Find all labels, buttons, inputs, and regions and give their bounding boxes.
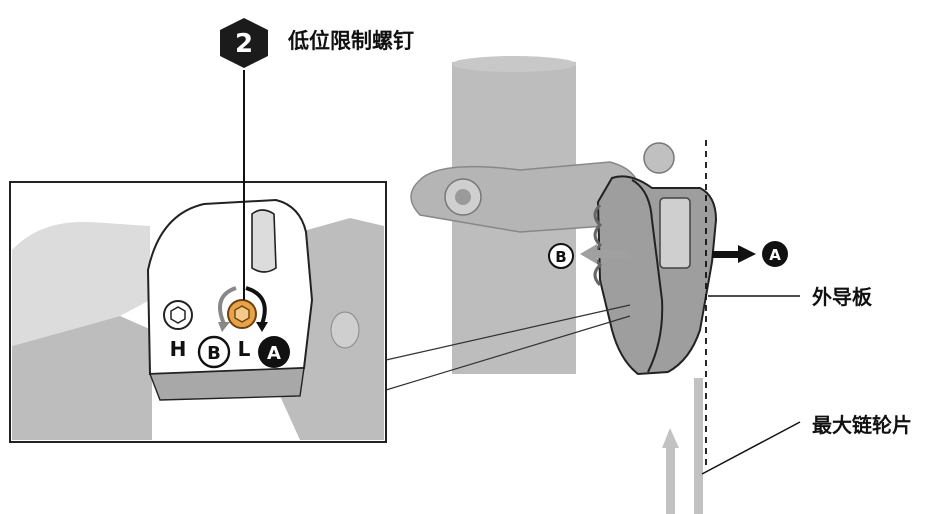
inset-bg-knob xyxy=(330,311,360,349)
cage-outer-plate xyxy=(631,179,664,373)
l-screw: L xyxy=(218,286,268,361)
inset-housing-lower-edge xyxy=(148,367,305,401)
inset-bg-left-part xyxy=(12,221,150,346)
cage-spring xyxy=(593,203,603,287)
inset-detail: H L B A xyxy=(9,70,387,443)
h-screw-label: H xyxy=(170,337,187,361)
derailleur-cage xyxy=(596,175,718,376)
seat-tube-top xyxy=(452,56,576,72)
h-screw-head xyxy=(163,300,193,330)
main-derailleur-view: B A 外导板 最大链轮片 xyxy=(410,56,912,514)
step-header: 2 低位限制螺钉 xyxy=(220,18,414,68)
main-arrow-a: A xyxy=(712,241,788,267)
h-screw-hex-socket-icon xyxy=(170,306,186,324)
chainring-indicator xyxy=(662,378,703,514)
largest-chainring-label: 最大链轮片 xyxy=(812,413,912,437)
l-screw-hex-socket-icon xyxy=(234,305,250,323)
inset-marker-a-icon xyxy=(258,336,290,368)
step-title: 低位限制螺钉 xyxy=(287,29,414,53)
cage-inner-block xyxy=(659,197,691,269)
inset-marker-b-icon xyxy=(197,335,231,369)
inset-marker-a: A xyxy=(267,343,281,364)
upper-knuckle xyxy=(643,142,675,174)
inset-bg-lower-part xyxy=(12,316,152,440)
main-marker-a: A xyxy=(769,246,781,264)
step-number: 2 xyxy=(235,29,253,59)
l-screw-label: L xyxy=(238,337,251,361)
main-marker-b: B xyxy=(555,248,566,266)
inset-housing-cylinder xyxy=(251,209,277,273)
main-marker-a-icon xyxy=(762,241,788,267)
zoom-connectors xyxy=(385,304,631,391)
arm-pivot-inner xyxy=(455,189,471,205)
step-badge-hexagon-icon xyxy=(220,18,268,68)
h-screw: H xyxy=(163,300,193,361)
largest-chainring-leader xyxy=(701,421,801,475)
outer-plate-label: 外导板 xyxy=(812,285,873,309)
l-screw-rotation-left-icon xyxy=(218,286,237,325)
inset-marker-b: B xyxy=(207,343,221,364)
main-arrow-b: B xyxy=(548,243,629,269)
main-marker-b-icon xyxy=(548,243,574,269)
l-screw-rotation-right-icon xyxy=(245,286,267,325)
